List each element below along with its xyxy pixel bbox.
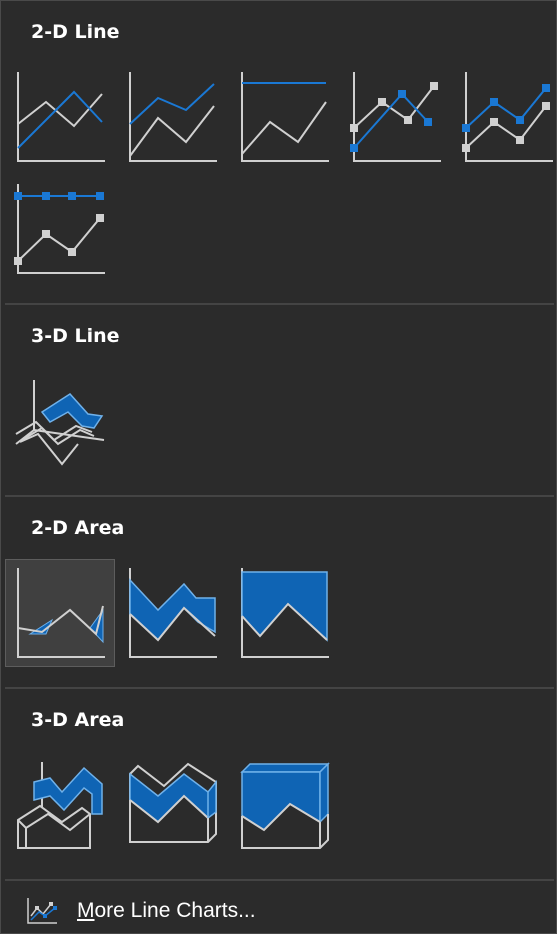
100-percent-stacked-area-icon [241, 568, 329, 658]
100-percent-stacked-line-with-markers-option[interactable] [5, 175, 115, 283]
section-title-2d-line: 2-D Line [31, 21, 120, 43]
stacked-area-option[interactable] [117, 559, 227, 667]
100-percent-stacked-line-option[interactable] [229, 63, 339, 171]
stacked-area-icon [129, 568, 217, 658]
section-divider [5, 687, 554, 689]
stacked-line-option[interactable] [117, 63, 227, 171]
stacked-line-icon [129, 72, 217, 162]
100-percent-stacked-line-icon [241, 72, 329, 162]
line-with-markers-icon [350, 72, 441, 162]
100-percent-stacked-line-with-markers-icon [14, 184, 105, 274]
3d-stacked-area-option[interactable] [117, 751, 227, 859]
section-title-3d-line: 3-D Line [31, 325, 120, 347]
line-chart-option[interactable] [5, 63, 115, 171]
100-percent-stacked-area-option[interactable] [229, 559, 339, 667]
3d-area-option[interactable] [5, 751, 115, 859]
stacked-line-with-markers-icon [462, 72, 553, 162]
section-divider [5, 879, 554, 881]
more-line-charts-text: ore Line Charts... [94, 899, 256, 922]
area-icon [17, 568, 105, 658]
more-line-charts-label: More Line Charts... [77, 899, 256, 923]
more-line-charts-button[interactable]: More Line Charts... [25, 894, 256, 928]
stacked-line-with-markers-option[interactable] [453, 63, 557, 171]
line-with-markers-option[interactable] [341, 63, 451, 171]
section-divider [5, 495, 554, 497]
access-key-letter: M [77, 899, 95, 922]
3d-100-percent-stacked-area-option[interactable] [229, 751, 339, 859]
line-chart-icon [27, 898, 57, 924]
section-title-3d-area: 3-D Area [31, 709, 125, 731]
area-option[interactable] [5, 559, 115, 667]
section-divider [5, 303, 554, 305]
line-chart-icon [17, 72, 105, 162]
3d-line-option[interactable] [5, 367, 115, 475]
3d-stacked-area-icon [129, 762, 217, 843]
section-title-2d-area: 2-D Area [31, 517, 125, 539]
3d-area-icon [17, 762, 103, 849]
3d-line-icon [15, 380, 105, 466]
3d-100-percent-stacked-area-icon [240, 762, 330, 849]
